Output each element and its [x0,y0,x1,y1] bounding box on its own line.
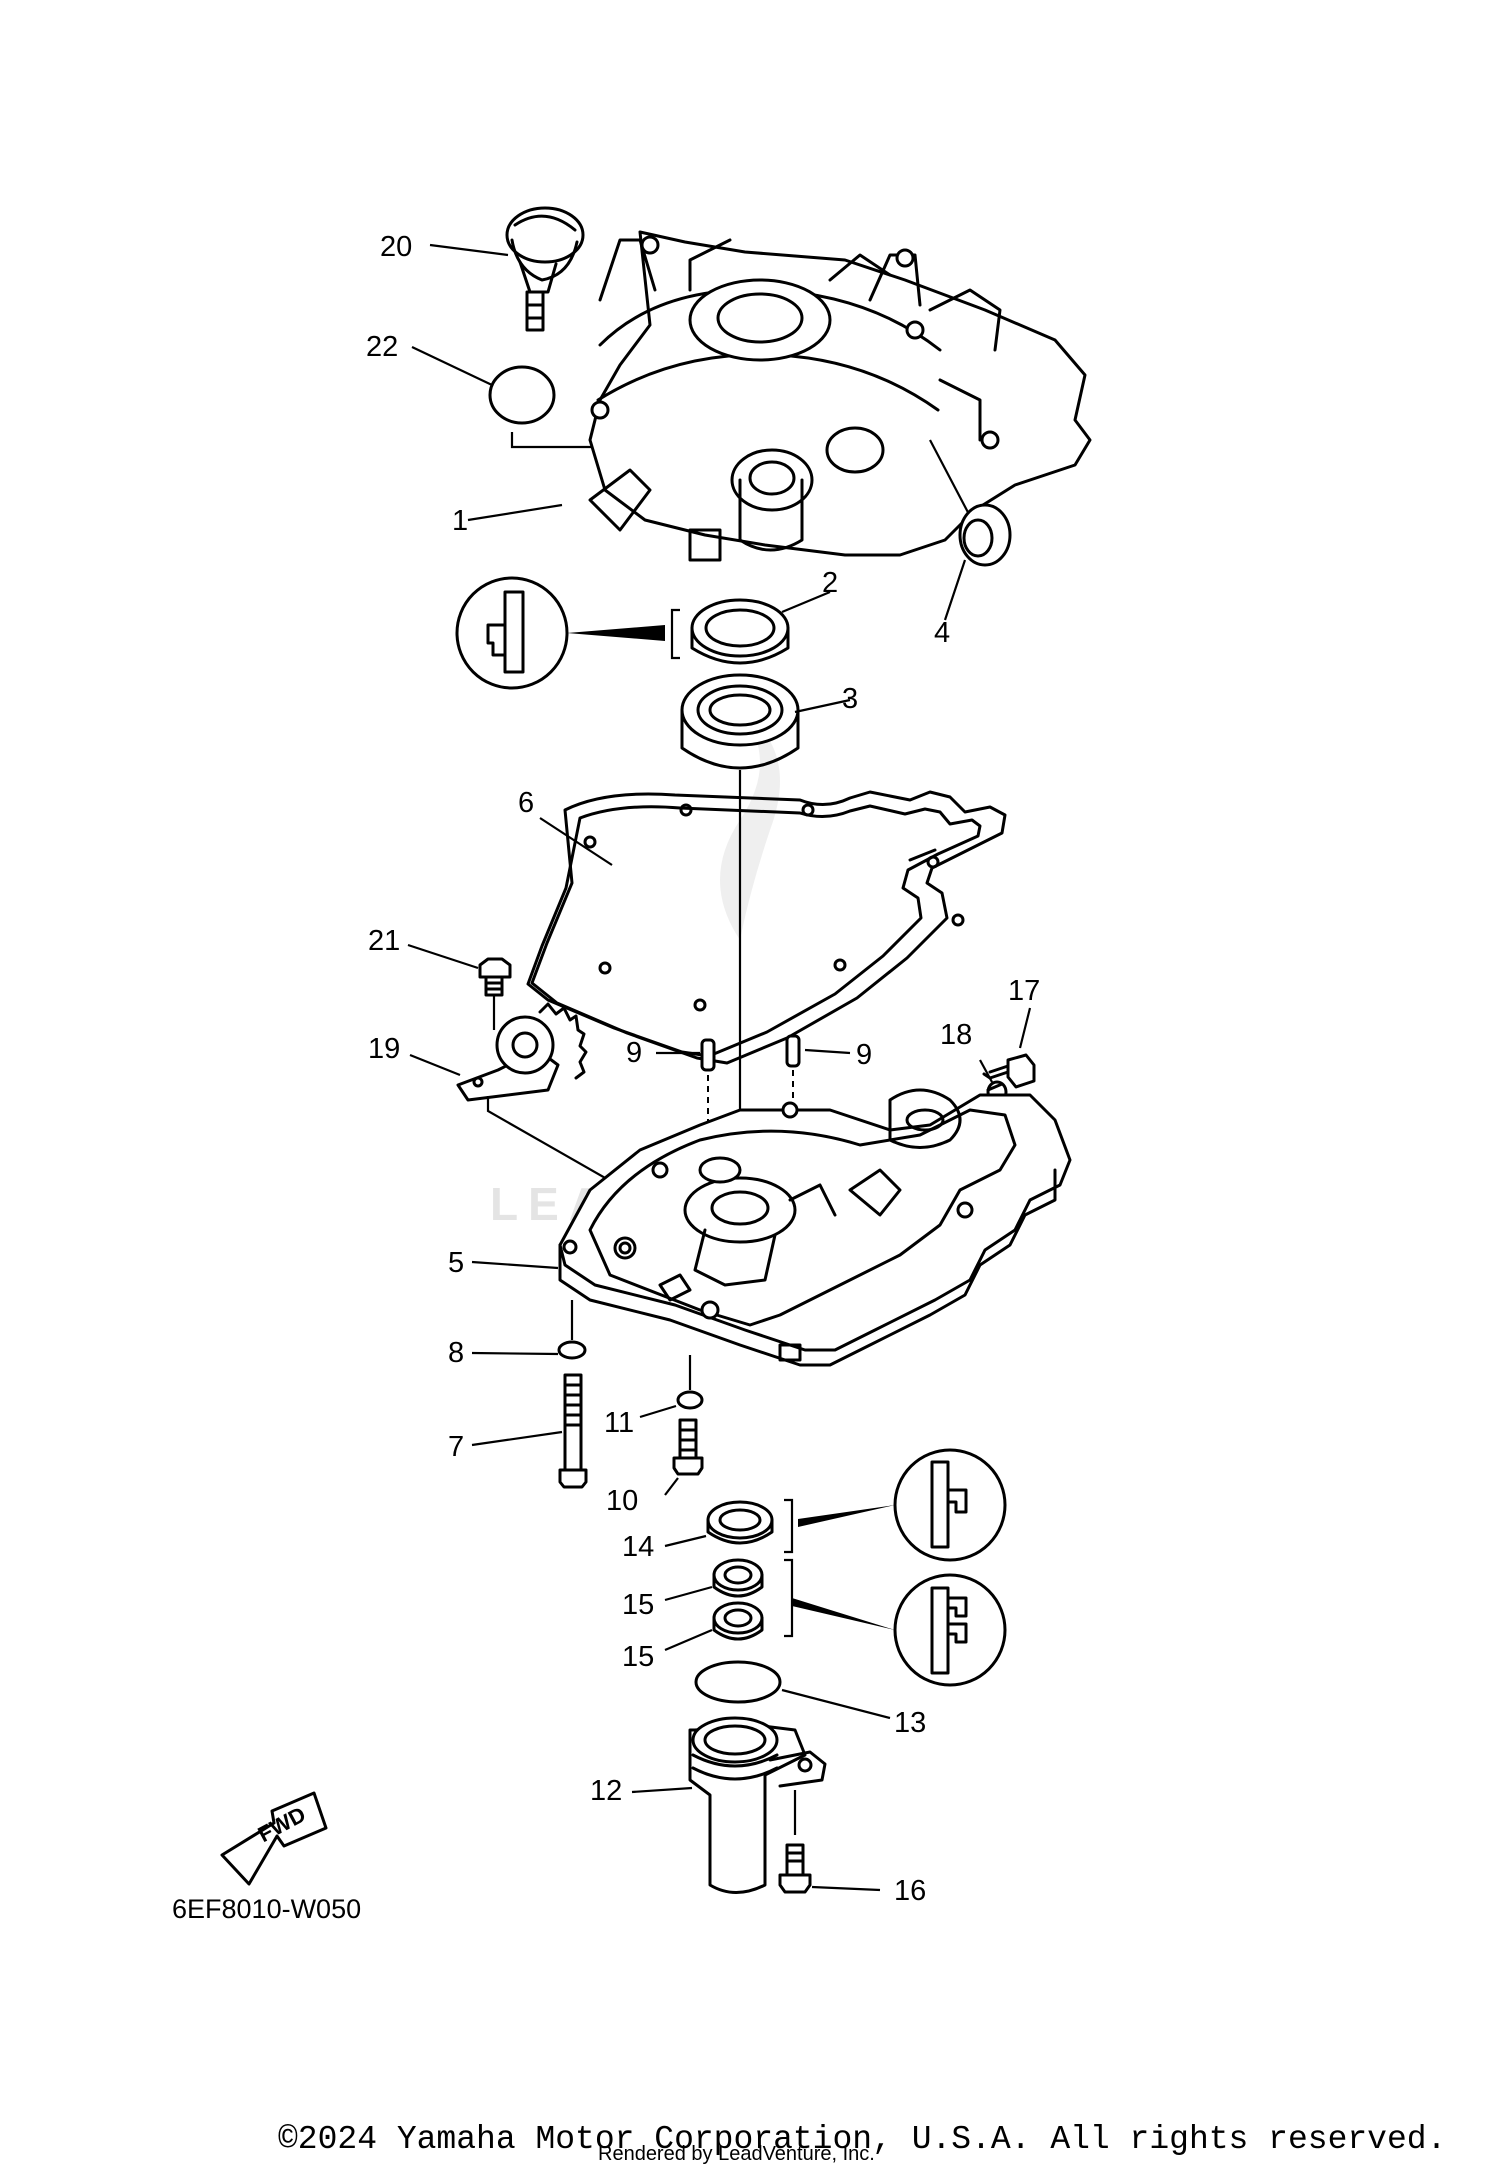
callout-16: 16 [894,1875,926,1907]
part-14-oil-seal[interactable] [706,1500,774,1545]
callout-14: 14 [622,1531,654,1563]
part-7-long-bolt[interactable] [558,1373,588,1489]
part-11-washer[interactable] [676,1390,704,1410]
callout-17: 17 [1008,975,1040,1007]
callout-12: 12 [590,1775,622,1807]
callout-6: 6 [518,787,534,819]
callout-11: 11 [604,1407,634,1439]
callout-9-left: 9 [626,1037,642,1069]
callout-7: 7 [448,1431,464,1463]
seal-orientation-detail-14 [784,1448,1007,1562]
part-17-bolt[interactable] [982,1053,1036,1092]
part-12-lower-housing[interactable] [688,1716,827,1894]
callout-1: 1 [452,505,468,537]
part-4-oil-seal[interactable] [958,503,1012,567]
fwd-arrow-icon: FWD [220,1791,328,1886]
callout-10: 10 [606,1485,638,1517]
part-15-oil-seal-upper[interactable] [712,1558,764,1598]
callout-9-right: 9 [856,1039,872,1071]
part-22-o-ring[interactable] [488,365,556,425]
callout-20: 21 [368,925,400,957]
seal-orientation-detail-upper [455,576,680,690]
part-15-oil-seal-lower[interactable] [712,1601,764,1641]
callout-15-lower: 15 [622,1641,654,1673]
part-20-bolt[interactable] [478,957,512,997]
part-16-bolt[interactable] [778,1843,812,1894]
callout-13: 13 [894,1707,926,1739]
copyright-notice: ©2024 Yamaha Motor Corporation, U.S.A. A… [278,2121,1446,2158]
callout-21: 20 [380,231,412,263]
seal-orientation-detail-15 [784,1558,1007,1687]
callout-15-upper: 15 [622,1589,654,1621]
callout-18: 18 [940,1019,972,1051]
callout-5: 5 [448,1247,464,1279]
part-19-bracket[interactable] [456,1002,588,1102]
part-8-washer[interactable] [557,1340,587,1360]
callout-numbers: 20 22 1 2 3 4 6 21 19 9 9 17 18 5 8 7 11… [366,231,1040,1907]
part-10-bolt[interactable] [672,1418,704,1476]
part-13-o-ring[interactable] [694,1660,782,1704]
callout-3: 3 [842,683,858,715]
part-9-dowel-pin-right[interactable] [785,1034,801,1068]
drawing-code: 6EF8010-W050 [172,1894,361,1924]
part-3-bearing[interactable] [680,673,800,770]
callout-8: 8 [448,1337,464,1369]
callout-2: 2 [822,567,838,599]
part-1-upper-housing[interactable] [588,230,1092,562]
callout-leaders [407,243,1032,1892]
part-2-oil-seal[interactable] [690,598,790,665]
part-21-oil-filler-cap[interactable] [505,206,585,332]
callout-19: 19 [368,1033,400,1065]
part-5-lower-crankcase[interactable] [558,1088,1072,1367]
rendered-by-text: Rendered by LeadVenture, Inc. [598,2143,875,2165]
part-9-dowel-pin-left[interactable] [700,1038,716,1072]
callout-4: 4 [934,617,950,649]
callout-22: 22 [366,331,398,363]
